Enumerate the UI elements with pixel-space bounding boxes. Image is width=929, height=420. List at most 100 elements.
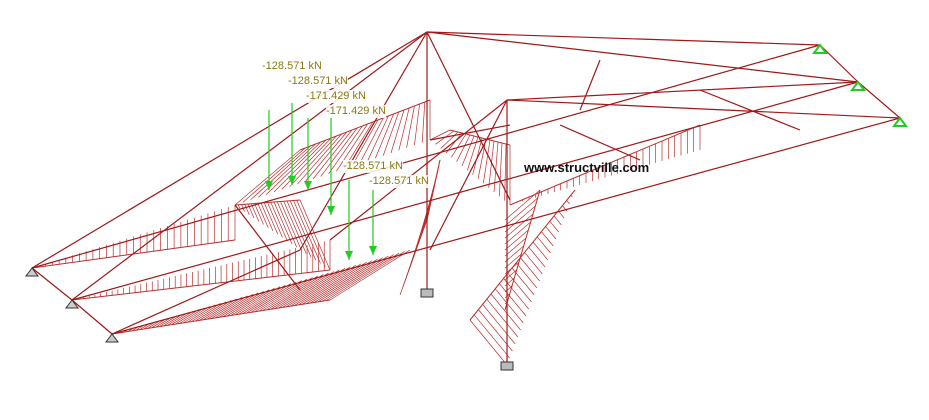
member	[111, 249, 301, 335]
moment-hatch	[406, 105, 415, 148]
watermark: www.structville.com	[524, 160, 650, 175]
moment-hatch	[494, 288, 524, 324]
moment-hatch	[421, 101, 426, 143]
moment-hatch	[486, 298, 519, 338]
moment-hatch	[263, 202, 279, 235]
moment-hatch	[265, 141, 322, 195]
moment-hatch	[237, 204, 241, 209]
moment-hatch	[313, 255, 389, 303]
moment-hatch	[321, 252, 400, 302]
moment-hatch	[222, 290, 264, 317]
moment-hatch	[280, 201, 302, 251]
moment-hatch	[504, 237, 527, 257]
moment-hatch	[504, 189, 541, 221]
moment-hatch	[549, 220, 559, 233]
moment-hatch	[451, 133, 467, 158]
moment-hatch	[325, 251, 405, 301]
member	[857, 81, 901, 119]
moment-hatch	[250, 280, 302, 313]
load-arrow-icon	[369, 246, 377, 255]
pin-support-icon	[850, 80, 866, 91]
moment-hatch	[171, 310, 194, 326]
load-label: -128.571 kN	[343, 160, 403, 173]
moment-hatch	[257, 203, 269, 228]
pin-support-icon	[812, 43, 828, 54]
moment-hatch	[187, 304, 216, 323]
moment-hatch	[286, 266, 351, 308]
member	[426, 31, 511, 201]
moment-hatch	[375, 113, 394, 159]
moment-hatch	[266, 274, 324, 311]
moment-hatch	[274, 271, 335, 309]
member	[819, 44, 859, 83]
load-arrow-icon	[265, 181, 273, 190]
moment-hatch	[230, 287, 275, 316]
pin-support-icon	[25, 267, 39, 277]
member	[426, 31, 859, 83]
member	[71, 31, 428, 301]
moment-hatch	[226, 289, 270, 317]
moment-hatch	[536, 236, 551, 254]
member	[329, 99, 508, 241]
moment-hatch	[504, 229, 529, 251]
moment-hatch	[336, 123, 368, 172]
moment-hatch	[545, 226, 557, 240]
moment-hatch	[250, 145, 311, 201]
moment-hatch	[218, 292, 259, 318]
moment-hatch	[260, 202, 274, 232]
pin-support-icon	[65, 299, 79, 309]
moment-hatch	[473, 314, 510, 359]
moment-hatch	[254, 278, 308, 313]
pin-support-icon	[105, 333, 119, 343]
moment-hatch	[532, 241, 549, 261]
moment-hatch	[175, 309, 199, 325]
moment-hatch	[482, 139, 491, 184]
moment-hatch	[210, 295, 248, 319]
moment-hatch	[511, 267, 535, 296]
member	[699, 89, 801, 131]
moment-hatch	[498, 142, 503, 197]
moment-hatch	[566, 200, 570, 205]
moment-hatch	[202, 298, 237, 321]
fixed-support-icon	[420, 288, 434, 298]
moment-hatch	[524, 252, 543, 275]
load-label: -171.429 kN	[326, 105, 386, 118]
member	[31, 31, 428, 269]
moment-hatch	[351, 119, 379, 167]
moment-hatch	[273, 201, 293, 245]
moment-hatch	[320, 127, 358, 177]
load-arrow-icon	[288, 176, 296, 185]
moment-hatch	[507, 272, 532, 303]
moment-hatch	[493, 141, 499, 193]
moment-hatch	[367, 115, 389, 161]
moment-hatch	[382, 111, 400, 156]
moment-hatch	[299, 199, 331, 271]
moment-hatch	[273, 139, 327, 193]
load-arrow-icon	[327, 206, 335, 215]
moment-hatch	[520, 257, 540, 282]
moment-hatch	[244, 204, 250, 215]
moment-hatch	[270, 272, 329, 310]
moment-hatch	[281, 137, 332, 190]
moment-hatch	[504, 213, 534, 239]
moment-hatch	[234, 286, 281, 316]
member	[71, 299, 113, 335]
moment-hatch	[426, 159, 441, 221]
moment-hatch	[504, 197, 538, 227]
moment-hatch	[312, 129, 353, 180]
moment-hatch	[242, 147, 306, 203]
moment-hatch	[504, 205, 536, 233]
moment-hatch	[298, 261, 367, 306]
moment-hatch	[270, 202, 288, 241]
member	[506, 81, 859, 101]
moment-diagram-outline	[71, 269, 331, 301]
load-label: -128.571 kN	[262, 60, 322, 73]
moment-diagram-outline	[504, 189, 541, 311]
member	[71, 81, 859, 301]
moment-hatch	[199, 300, 232, 321]
member	[429, 99, 508, 251]
moment-hatch	[528, 246, 546, 268]
moment-hatch	[206, 297, 243, 320]
